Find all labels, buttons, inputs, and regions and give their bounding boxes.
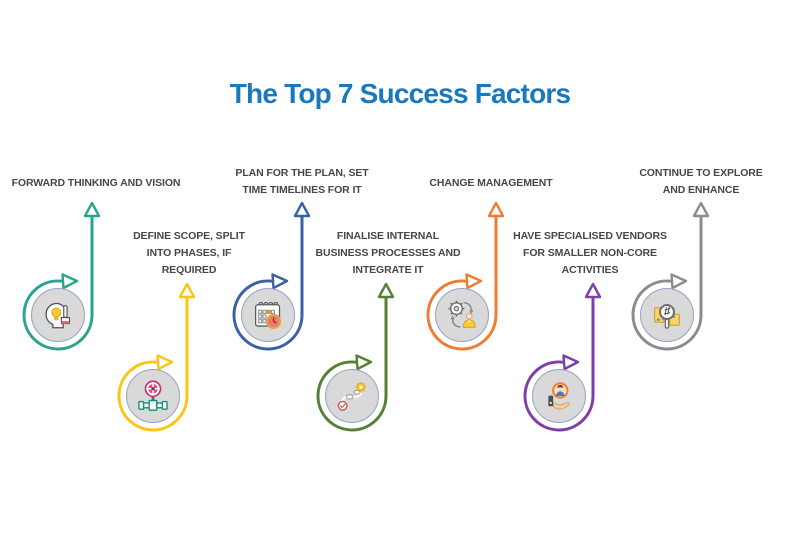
factor-label-line: ACTIVITIES	[561, 264, 619, 276]
factor-label: FINALISE INTERNAL BUSINESS PROCESSES AND…	[310, 228, 466, 279]
loop-arrow	[426, 201, 505, 351]
idea-head-icon	[45, 302, 71, 329]
factor-label: CHANGE MANAGEMENT	[411, 175, 571, 192]
factor-label-line: REQUIRED	[161, 264, 217, 276]
factor-label-line: INTO PHASES, IF	[146, 247, 232, 259]
factor-label-line: AND ENHANCE	[662, 184, 740, 196]
loop-arrow	[232, 201, 311, 351]
hand-person-icon	[548, 382, 570, 410]
factor-label: PLAN FOR THE PLAN, SET TIME TIMELINES FO…	[222, 165, 382, 199]
gauge-pipe-icon	[138, 380, 168, 411]
loop-arrow	[523, 282, 602, 432]
factor-label-line: FINALISE INTERNAL	[336, 230, 440, 242]
magnifier-map-icon	[654, 304, 680, 329]
loop-arrow	[117, 282, 196, 432]
loop-arrow	[316, 282, 395, 432]
factor-label-line: FOR SMALLER NON-CORE	[523, 247, 657, 259]
factor-label-line: PLAN FOR THE PLAN, SET	[235, 167, 369, 179]
factor-icon-circle	[532, 369, 586, 423]
factor-icon-circle	[126, 369, 180, 423]
factor-label-line: FORWARD THINKING AND VISION	[11, 177, 181, 189]
factor-label-line: CHANGE MANAGEMENT	[429, 177, 553, 189]
process-path-icon	[337, 381, 367, 411]
factor-label: CONTINUE TO EXPLORE AND ENHANCE	[621, 165, 781, 199]
factor-label-line: INTEGRATE IT	[352, 264, 424, 276]
factor-label-line: BUSINESS PROCESSES AND	[315, 247, 461, 259]
loop-arrow	[631, 201, 710, 351]
factor-label-line: DEFINE SCOPE, SPLIT	[133, 230, 245, 242]
factor-label: HAVE SPECIALISED VENDORS FOR SMALLER NON…	[508, 228, 672, 279]
factor-icon-circle	[31, 288, 85, 342]
factor-icon-circle	[241, 288, 295, 342]
page-title: The Top 7 Success Factors	[229, 78, 571, 109]
factor-label-line: HAVE SPECIALISED VENDORS	[513, 230, 667, 242]
factor-label-line: TIME TIMELINES FOR IT	[242, 184, 362, 196]
loop-arrow	[22, 201, 101, 351]
factor-label: FORWARD THINKING AND VISION	[6, 175, 186, 192]
gear-person-icon	[448, 300, 476, 328]
factor-icon-circle	[640, 288, 694, 342]
factor-icon-circle	[325, 369, 379, 423]
calendar-clock-icon	[255, 302, 282, 329]
factor-label-line: CONTINUE TO EXPLORE	[639, 167, 763, 179]
factor-label: DEFINE SCOPE, SPLIT INTO PHASES, IF REQU…	[114, 228, 264, 279]
factor-icon-circle	[435, 288, 489, 342]
